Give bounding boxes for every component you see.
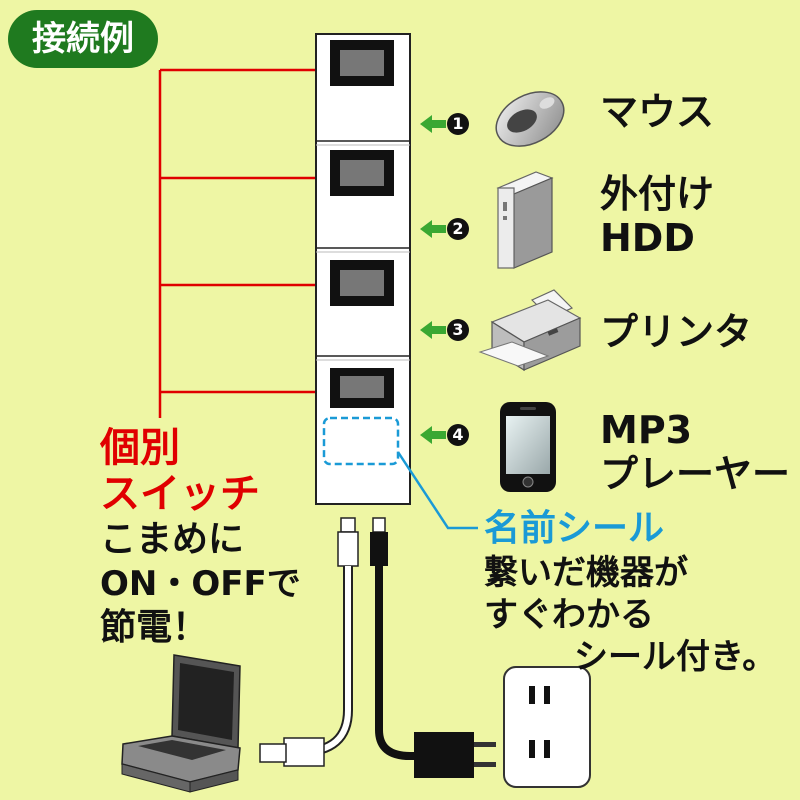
switch-callout-body-line1: こまめに: [100, 519, 245, 560]
external-hdd-icon: [496, 171, 554, 269]
label-callout-body-line3: シール付き。: [574, 637, 777, 677]
port-arrow-3: [420, 319, 469, 341]
hub-switch-1: [330, 40, 394, 86]
mouse-icon: [495, 91, 565, 147]
hub-switch-4: [330, 368, 394, 408]
device-label-mp3-line1: MP3: [600, 408, 693, 452]
label-callout-body-line2: すぐわかる: [484, 595, 654, 635]
port-number-3: 3: [452, 320, 464, 339]
printer-icon: [478, 289, 582, 372]
port-number-2: 2: [452, 219, 464, 238]
device-label-mouse: マウス: [600, 90, 715, 134]
power-cable-black: [370, 517, 496, 778]
page-title: 接続例: [8, 10, 158, 68]
port-number-4: 4: [452, 425, 464, 444]
port-number-1: 1: [452, 114, 464, 133]
device-label-hdd-line1: 外付け: [600, 172, 715, 216]
switch-callout-body-line2: ON・OFFで: [100, 564, 301, 604]
label-callout-heading: 名前シール: [484, 508, 665, 549]
switch-callout-heading-line2: スイッチ: [100, 471, 260, 517]
device-label-printer: プリンタ: [600, 310, 753, 354]
laptop-icon: [121, 654, 241, 793]
switch-connector-lines: [158, 68, 340, 418]
label-callout-leader: [396, 451, 478, 530]
port-arrow-4: [420, 424, 469, 446]
usb-cable-white: [259, 517, 359, 767]
switch-callout-heading-line1: 個別: [100, 425, 180, 471]
switch-callout-body-line3: 節電！: [100, 607, 209, 648]
label-callout-body-line1: 繋いだ機器が: [484, 553, 688, 593]
device-label-hdd-line2: HDD: [600, 216, 695, 260]
name-label-area: [322, 416, 400, 466]
device-label-mp3-line2: プレーヤー: [600, 452, 791, 496]
wall-outlet-icon: [503, 666, 591, 788]
hub-switch-2: [330, 150, 394, 196]
port-arrow-1: [420, 113, 469, 135]
hub-switch-3: [330, 260, 394, 306]
port-arrow-2: [420, 218, 469, 240]
mp3-player-icon: [500, 402, 556, 492]
